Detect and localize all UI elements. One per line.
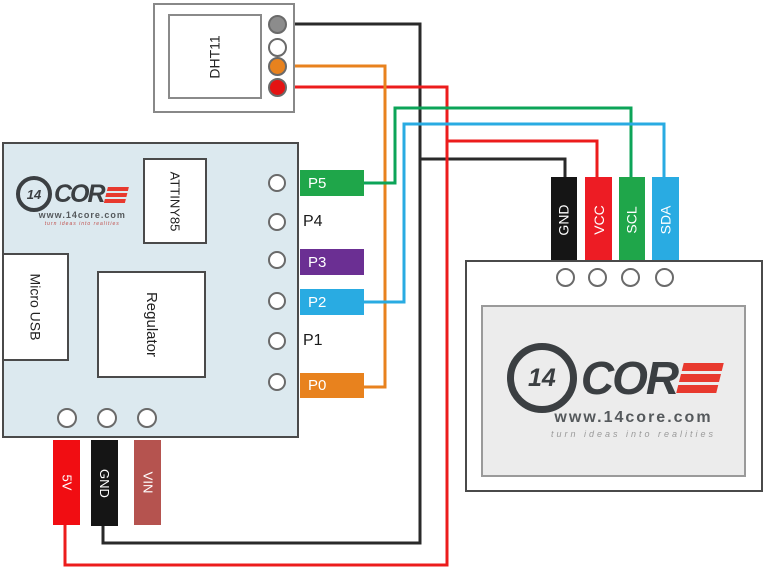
pin-tab-5v: 5V — [53, 440, 80, 525]
attiny85-chip: ATTINY85 — [143, 158, 207, 244]
micro-usb-port: Micro USB — [2, 253, 69, 361]
logo-e-bars-icon — [676, 361, 724, 395]
logo-website: www.14core.com — [38, 210, 126, 220]
sda-wire — [360, 122, 666, 304]
pin-label-p3: P3 — [300, 249, 364, 275]
dht11-label: DHT11 — [207, 34, 223, 79]
pin-hole-gnd — [97, 408, 117, 428]
logo-brand-text: COR — [580, 352, 679, 404]
gnd-wire-display-branch — [420, 157, 567, 185]
pin-tab-gnd: GND — [91, 440, 118, 526]
vcc-wire-main — [63, 85, 449, 567]
pin-hole-p0 — [268, 373, 286, 391]
scl-wire — [358, 106, 633, 185]
data-wire — [282, 64, 387, 389]
attiny85-chip-label: ATTINY85 — [167, 171, 183, 231]
pin-hole-5v — [57, 408, 77, 428]
logo-e-bars-icon — [103, 185, 129, 204]
pin-hole-p5 — [268, 174, 286, 192]
micro-usb-label: Micro USB — [27, 273, 44, 341]
pin-hole-p1 — [268, 332, 286, 350]
display-pin-sda: SDA — [652, 177, 679, 262]
dht11-data-pin — [268, 57, 287, 76]
board-14core-logo: 14 COR www.14core.com turn ideas into re… — [16, 176, 129, 227]
pin-label-p0: P0 — [300, 373, 364, 398]
logo-tagline: turn ideas into realities — [44, 221, 120, 227]
logo-tagline: turn ideas into realities — [550, 429, 717, 439]
regulator-label: Regulator — [142, 291, 160, 358]
display-pin-hole-sda — [655, 268, 674, 287]
vcc-wire-display-branch — [447, 139, 599, 185]
display-pin-scl: SCL — [619, 177, 645, 262]
gnd-wire-main — [101, 22, 422, 545]
pin-hole-p4 — [268, 213, 286, 231]
display-screen: 14 COR www.14core.com turn ideas into re… — [481, 305, 746, 477]
display-pin-hole-scl — [621, 268, 640, 287]
dht11-chip: DHT11 — [168, 14, 262, 99]
pin-label-p5: P5 — [300, 170, 364, 196]
voltage-regulator: Regulator — [97, 271, 206, 378]
logo-14-badge: 14 — [506, 343, 577, 413]
display-pin-hole-vcc — [588, 268, 607, 287]
display-14core-logo: 14 COR www.14core.com turn ideas into re… — [506, 343, 724, 439]
logo-14-badge: 14 — [16, 176, 52, 212]
pin-tab-vin: VIN — [134, 440, 161, 525]
logo-brand-text: COR — [54, 179, 106, 208]
pin-hole-vin — [137, 408, 157, 428]
pin-label-p4: P4 — [303, 213, 323, 230]
display-pin-hole-gnd — [556, 268, 575, 287]
dht11-nc-pin — [268, 38, 287, 57]
pin-label-p1: P1 — [303, 332, 323, 349]
display-pin-gnd: GND — [551, 177, 577, 262]
pin-hole-p3 — [268, 251, 286, 269]
display-pin-vcc: VCC — [585, 177, 612, 262]
pin-label-p2: P2 — [300, 289, 364, 315]
dht11-gnd-pin — [268, 15, 287, 34]
dht11-vcc-pin — [268, 78, 287, 97]
pin-hole-p2 — [268, 292, 286, 310]
logo-website: www.14core.com — [554, 409, 713, 426]
